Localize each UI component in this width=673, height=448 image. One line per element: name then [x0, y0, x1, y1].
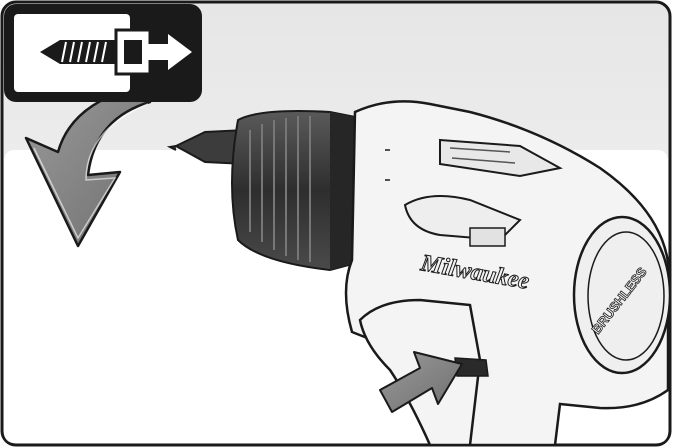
screw-out-badge	[4, 4, 202, 102]
drill-chuck	[231, 110, 361, 272]
push-arrow-icon	[379, 351, 463, 413]
screw-out-arrow-icon	[40, 28, 192, 76]
motor-cap	[572, 215, 672, 375]
